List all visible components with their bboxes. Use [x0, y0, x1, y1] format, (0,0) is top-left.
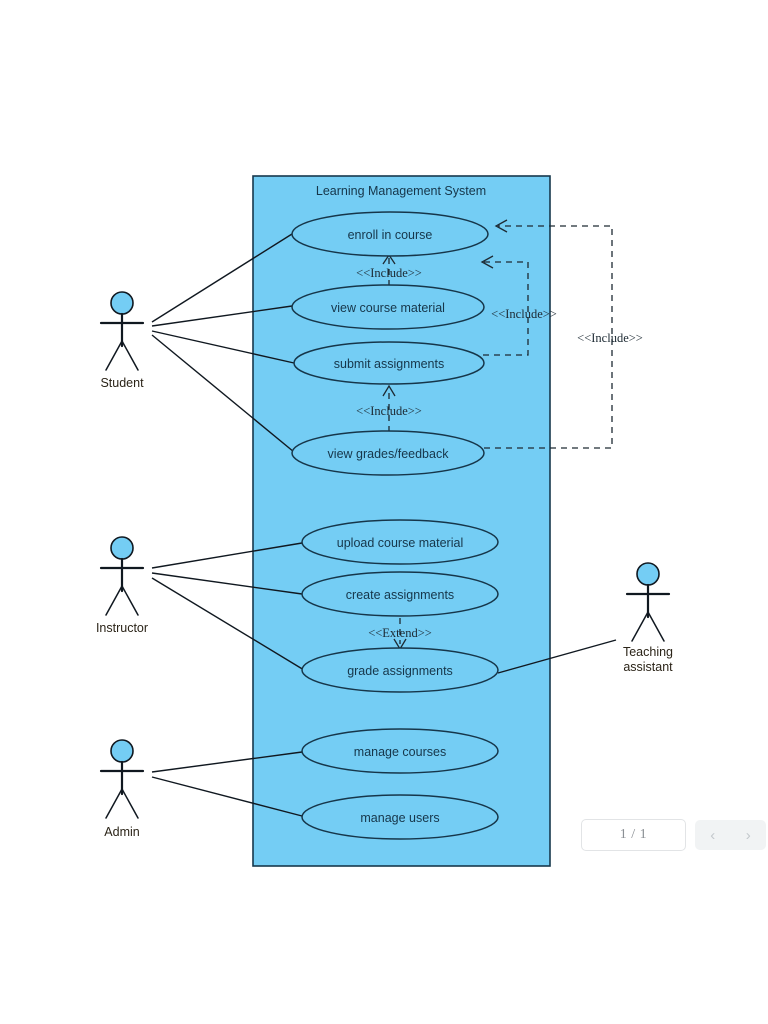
pagination-controls[interactable]: 1 / 1 ‹ ›	[581, 819, 766, 851]
association-student-enroll	[151, 233, 293, 323]
use-case-ellipse[interactable]	[291, 211, 489, 257]
use-case-view-course-material[interactable]: view course material	[291, 284, 485, 330]
actor-head-icon	[110, 536, 134, 560]
use-case-manage-courses[interactable]: manage courses	[301, 728, 499, 774]
actor-teaching-assistant[interactable]: Teaching assistant	[623, 562, 673, 674]
actor-label-line2: assistant	[623, 660, 673, 674]
use-case-ellipse[interactable]	[301, 519, 499, 565]
include-connector	[484, 225, 613, 449]
relationship-include-view-course-material-enroll: <<Include>>	[356, 253, 422, 286]
actor-student[interactable]: Student	[99, 291, 145, 390]
use-case-create-assignments[interactable]: create assignments	[301, 571, 499, 617]
use-case-ellipse[interactable]	[291, 430, 485, 476]
actor-legs-icon	[105, 585, 139, 616]
actor-label: Student	[100, 376, 144, 390]
use-case-enroll-in-course[interactable]: enroll in course	[291, 211, 489, 257]
use-case-ellipse[interactable]	[301, 647, 499, 693]
actor-label: Instructor	[96, 621, 148, 635]
actor-head-icon	[636, 562, 660, 586]
actor-label: Admin	[104, 825, 139, 839]
use-case-label: view course material	[331, 301, 445, 315]
association-admin-manage-users	[151, 776, 303, 817]
include-stereotype-label: <<Include>>	[356, 266, 422, 280]
association-student-view-course-material	[151, 305, 293, 327]
actor-label: Teaching	[623, 645, 673, 659]
actor-instructor[interactable]: Instructor	[96, 536, 148, 635]
previous-page-button[interactable]: ‹	[699, 821, 727, 849]
use-case-ellipse[interactable]	[301, 571, 499, 617]
use-case-view-grades-feedback[interactable]: view grades/feedback	[291, 430, 485, 476]
actor-legs-icon	[631, 611, 665, 642]
include-stereotype-label: <<Include>>	[356, 404, 422, 418]
actor-admin[interactable]: Admin	[99, 739, 145, 839]
association-student-submit-assignments	[151, 330, 295, 364]
include-connector	[483, 261, 529, 356]
actor-legs-icon	[105, 788, 139, 819]
relationship-include-view-grades-submit: <<Include>>	[356, 384, 422, 432]
include-stereotype-label: <<Include>>	[491, 307, 557, 321]
page-indicator[interactable]: 1 / 1	[581, 819, 686, 851]
use-case-ellipse[interactable]	[301, 728, 499, 774]
use-case-grade-assignments[interactable]: grade assignments	[301, 647, 499, 693]
include-arrowhead	[480, 255, 494, 269]
association-admin-manage-courses	[151, 751, 303, 773]
use-case-ellipse[interactable]	[291, 284, 485, 330]
relationship-include-submit-enroll-routed: <<Include>>	[480, 255, 557, 356]
association-teaching-assistant-grade-assignments	[497, 639, 617, 674]
use-case-upload-course-material[interactable]: upload course material	[301, 519, 499, 565]
include-arrowhead	[382, 384, 396, 397]
use-case-label: upload course material	[337, 536, 463, 550]
use-case-label: grade assignments	[347, 664, 453, 678]
use-case-label: submit assignments	[334, 357, 444, 371]
use-case-ellipse[interactable]	[301, 794, 499, 840]
use-case-label: enroll in course	[348, 228, 433, 242]
include-stereotype-label: <<Include>>	[577, 331, 643, 345]
use-case-label: manage users	[360, 811, 439, 825]
include-arrowhead	[494, 219, 508, 233]
use-case-manage-users[interactable]: manage users	[301, 794, 499, 840]
system-boundary-title: Learning Management System	[316, 184, 486, 198]
extend-stereotype-label: <<Extend>>	[368, 626, 432, 640]
actor-head-icon	[110, 291, 134, 315]
use-case-ellipse[interactable]	[293, 341, 485, 385]
use-case-label: create assignments	[346, 588, 454, 602]
page-nav-group[interactable]: ‹ ›	[695, 820, 766, 850]
association-lines	[151, 233, 617, 817]
association-instructor-upload-course-material	[151, 542, 303, 569]
actor-head-icon	[110, 739, 134, 763]
actor-legs-icon	[105, 340, 139, 371]
use-case-label: view grades/feedback	[328, 447, 450, 461]
association-instructor-create-assignments	[151, 572, 303, 595]
relationship-include-view-grades-enroll-routed: <<Include>>	[484, 219, 643, 449]
association-instructor-grade-assignments	[151, 577, 305, 671]
association-student-view-grades	[151, 334, 295, 453]
use-case-label: manage courses	[354, 745, 446, 759]
use-case-submit-assignments[interactable]: submit assignments	[293, 341, 485, 385]
next-page-button[interactable]: ›	[734, 821, 762, 849]
